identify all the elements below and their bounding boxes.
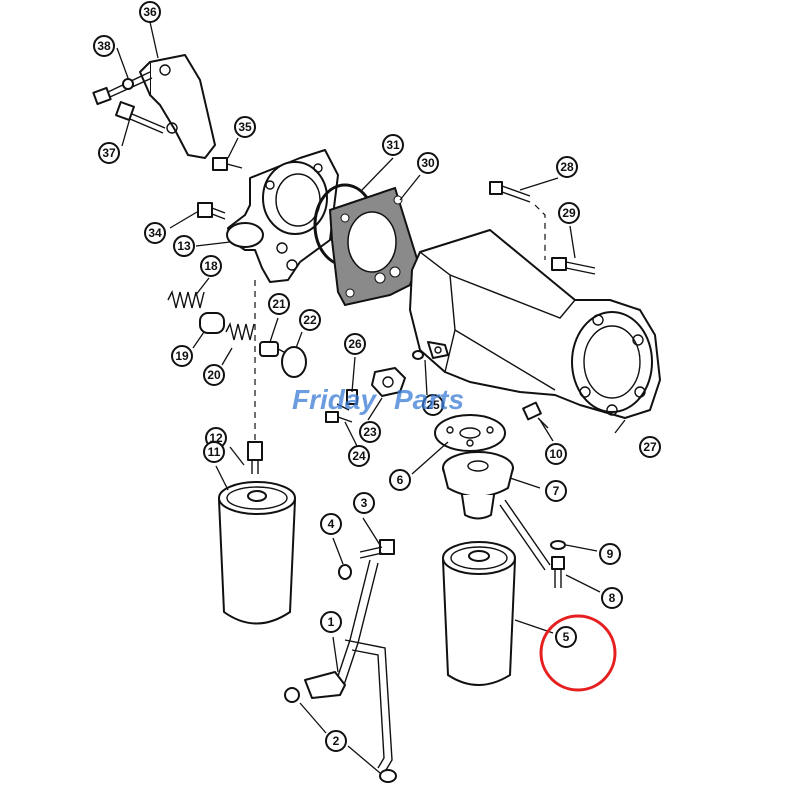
- nipple-12: [247, 441, 263, 474]
- callout-21: 21: [268, 293, 290, 315]
- svg-text:1: 1: [328, 615, 335, 629]
- callout-6: 6: [389, 469, 411, 491]
- callouts: 36 38 37 35 34 13 18 19 20 21 22 31 30 2…: [93, 1, 661, 752]
- svg-text:13: 13: [177, 239, 191, 253]
- svg-text:27: 27: [643, 440, 657, 454]
- svg-text:36: 36: [143, 5, 157, 19]
- filter-element-11: [218, 481, 296, 625]
- svg-text:28: 28: [560, 160, 574, 174]
- filter-housing: [409, 229, 661, 419]
- callout-26: 26: [344, 333, 366, 355]
- bolt-38: [92, 71, 153, 106]
- svg-text:34: 34: [148, 226, 162, 240]
- callout-8: 8: [601, 587, 623, 609]
- svg-text:19: 19: [175, 349, 189, 363]
- callout-1: 1: [320, 611, 342, 633]
- callout-37: 37: [98, 142, 120, 164]
- callout-30: 30: [417, 152, 439, 174]
- svg-text:30: 30: [421, 156, 435, 170]
- callout-29: 29: [558, 202, 580, 224]
- bolt-29: [551, 257, 596, 275]
- svg-text:20: 20: [207, 368, 221, 382]
- svg-text:8: 8: [609, 591, 616, 605]
- relief-spring: [167, 289, 205, 309]
- valve-cap: [281, 346, 307, 378]
- callout-19: 19: [171, 345, 193, 367]
- callout-5: 5: [555, 626, 577, 648]
- callout-27: 27: [639, 436, 661, 458]
- drain-line-1: [499, 504, 546, 571]
- bolt-28: [489, 181, 546, 260]
- callout-7: 7: [545, 480, 567, 502]
- callout-13: 13: [173, 235, 195, 257]
- watermark: Friday Parts: [292, 384, 464, 415]
- svg-text:3: 3: [361, 496, 368, 510]
- washer-4: [338, 564, 352, 580]
- svg-text:29: 29: [562, 206, 576, 220]
- filter-element-5: [442, 541, 516, 686]
- callout-24: 24: [348, 445, 370, 467]
- bolt-37: [115, 101, 166, 134]
- callout-3: 3: [353, 492, 375, 514]
- flange-23: [371, 367, 406, 397]
- filter-adapter: [442, 451, 514, 520]
- mounting-bracket: [139, 54, 216, 159]
- callout-28: 28: [556, 156, 578, 178]
- callout-36: 36: [139, 1, 161, 23]
- bolt-35: [212, 157, 243, 171]
- svg-text:22: 22: [303, 313, 317, 327]
- callout-4: 4: [320, 513, 342, 535]
- svg-text:31: 31: [386, 138, 400, 152]
- svg-text:6: 6: [397, 473, 404, 487]
- svg-text:5: 5: [563, 630, 570, 644]
- svg-text:24: 24: [352, 449, 366, 463]
- adapter-plate: [434, 414, 506, 452]
- svg-text:Friday: Friday: [292, 384, 377, 415]
- svg-text:18: 18: [204, 259, 218, 273]
- relief-spring-2: [225, 321, 255, 341]
- fitting-10: [522, 401, 549, 429]
- svg-text:Parts: Parts: [394, 384, 464, 415]
- svg-text:38: 38: [97, 39, 111, 53]
- callout-11: 11: [203, 441, 225, 463]
- callout-20: 20: [203, 364, 225, 386]
- bolt-8: [551, 556, 565, 588]
- svg-text:2: 2: [333, 734, 340, 748]
- svg-text:4: 4: [328, 517, 335, 531]
- svg-text:21: 21: [272, 297, 286, 311]
- bolt-34: [197, 202, 226, 220]
- callout-18: 18: [200, 255, 222, 277]
- callout-34: 34: [144, 222, 166, 244]
- svg-text:10: 10: [549, 447, 563, 461]
- svg-text:9: 9: [607, 547, 614, 561]
- drain-line-2: [504, 499, 551, 566]
- callout-25: 25: [422, 394, 444, 416]
- washer-25: [412, 341, 449, 360]
- callout-38: 38: [93, 35, 115, 57]
- svg-text:7: 7: [553, 484, 560, 498]
- svg-text:37: 37: [102, 146, 116, 160]
- svg-text:35: 35: [238, 120, 252, 134]
- leader-lines: [116, 21, 626, 774]
- svg-text:11: 11: [208, 445, 221, 459]
- callout-22: 22: [299, 309, 321, 331]
- callout-9: 9: [599, 543, 621, 565]
- stud-24: [325, 411, 353, 423]
- svg-text:25: 25: [426, 398, 440, 412]
- relief-plunger: [199, 312, 225, 334]
- gasket: [328, 186, 420, 307]
- callout-23: 23: [359, 421, 381, 443]
- washer-9: [550, 540, 566, 550]
- callout-2: 2: [325, 730, 347, 752]
- drain-tube: [284, 559, 397, 783]
- fitting-3: [359, 539, 395, 559]
- filter-head: [226, 149, 339, 283]
- callout-35: 35: [234, 116, 256, 138]
- svg-text:26: 26: [348, 337, 362, 351]
- svg-text:23: 23: [363, 425, 377, 439]
- callout-10: 10: [545, 443, 567, 465]
- callout-31: 31: [382, 134, 404, 156]
- highlight-ring: [539, 614, 617, 692]
